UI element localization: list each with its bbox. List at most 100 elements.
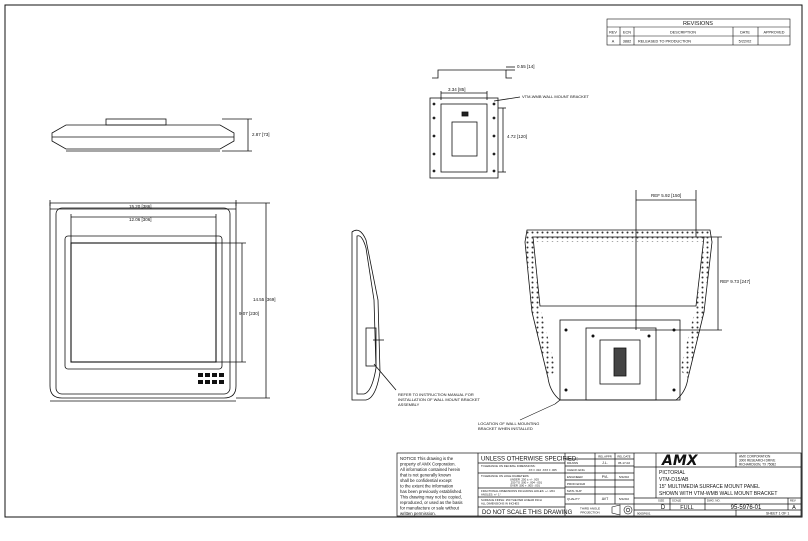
location-note-1: LOCATION OF WALL MOUNTING xyxy=(478,421,539,426)
bracket-height-dim: 4.72 [120] xyxy=(507,134,527,139)
svg-text:UNDER .250 ± +/- .003: UNDER .250 ± +/- .003 xyxy=(510,478,539,482)
location-leader xyxy=(519,403,556,421)
company-name: AMX CORPORATION xyxy=(739,455,771,459)
svg-text:for manufacture or sale withou: for manufacture or sale without xyxy=(400,506,460,511)
svg-text:has been previously establishe: has been previously established. xyxy=(400,489,462,494)
svg-text:property of AMX Corporation.: property of AMX Corporation. xyxy=(400,462,456,467)
scale-value: FULL xyxy=(680,505,693,511)
rel-date-header: REL DATE xyxy=(617,455,630,459)
svg-text:This drawing may not be copied: This drawing may not be copied, xyxy=(400,495,462,500)
svg-text:AMX: AMX xyxy=(661,453,699,469)
bracket-top-profile xyxy=(432,66,515,79)
third-angle-projection-icon xyxy=(611,504,633,516)
screen-width-dim: 12.06 [306] xyxy=(129,217,152,222)
svg-text:that is not generally known: that is not generally known xyxy=(400,473,451,478)
svg-text:written permission.: written permission. xyxy=(400,511,436,516)
svg-text:AVT: AVT xyxy=(602,497,609,501)
svg-text:shall be confidential except: shall be confidential except xyxy=(400,478,452,483)
svg-text:5/22/02: 5/22/02 xyxy=(619,497,629,501)
svg-text:ENGINEER: ENGINEER xyxy=(567,475,584,479)
sheet-border xyxy=(4,4,803,518)
bracket-width-dim: 3.34 [85] xyxy=(448,87,466,92)
svg-text:QUALITY: QUALITY xyxy=(567,497,580,501)
ecn-header: ECN xyxy=(623,31,631,35)
rev-label: REV xyxy=(790,499,796,503)
size-label: SIZE xyxy=(658,499,664,503)
bracket-front-view xyxy=(429,91,521,179)
panel-front-view xyxy=(49,200,270,402)
title-line-4: SHOWN WITH VTM-WMB WALL MOUNT BRACKET xyxy=(659,491,777,497)
amx-logo: AMX xyxy=(661,453,699,469)
refer-note-2: INSTALLATION OF WALL MOUNT BRACKET xyxy=(398,397,480,402)
company-city: RICHARDSON, TX 75082 xyxy=(739,463,776,467)
file-number: 9005F601 xyxy=(637,512,651,516)
svg-text:to the extent the information: to the extent the information xyxy=(400,484,454,489)
title-block-frame xyxy=(396,452,802,517)
svg-text:5/22/02: 5/22/02 xyxy=(619,475,629,479)
rev-value: A xyxy=(612,40,615,44)
do-not-scale: DO NOT SCALE THIS DRAWING xyxy=(482,510,573,516)
signature-rows: DRAWN J.L. 05-17-02 CHECK ENG ENGINEER P… xyxy=(567,461,630,501)
dwg-no-value: 95-5976-01 xyxy=(731,505,762,511)
panel-rear-view xyxy=(524,190,722,405)
rel-appr-header: REL APPR xyxy=(598,455,612,459)
unless-specified: UNLESS OTHERWISE SPECIFIED: xyxy=(481,457,578,463)
description-header: DESCRIPTION xyxy=(670,31,696,35)
ref-height-dim: REF 9.73 [247] xyxy=(720,279,750,284)
svg-text:PROD ENGR: PROD ENGR xyxy=(567,482,586,486)
svg-text:DRAWN: DRAWN xyxy=(567,461,578,465)
revisions-table xyxy=(606,18,791,46)
tolerance-hole-label: TOLERANCE ON HOLE DIAMETERS: xyxy=(481,474,530,478)
dimensions-units: ALL DIMENSIONS IN INCHES xyxy=(481,502,519,506)
dwg-no-label: DWG. NO. xyxy=(707,499,721,503)
panel-top-view xyxy=(51,118,252,152)
bracket-lip-dim: 0.55 [14] xyxy=(517,64,535,69)
svg-text:J.L.: J.L. xyxy=(602,461,608,465)
title-line-1: PICTORIAL xyxy=(659,470,686,476)
bracket-holes xyxy=(432,102,496,173)
rear-vent-grille xyxy=(525,230,712,378)
angles-tolerance: ANGLES: +/- 1° xyxy=(481,493,501,497)
approved-header: APPROVED xyxy=(763,31,784,35)
title-line-3: 15" MULTIMEDIA SURFACE MOUNT PANEL xyxy=(659,484,760,490)
date-header: DATE xyxy=(740,31,750,35)
rear-mount-holes xyxy=(564,328,676,392)
front-width-dim: 15.20 [386] xyxy=(129,204,152,209)
ecn-value: 3882 xyxy=(623,40,631,44)
projection-label-2: PROJECTION xyxy=(580,511,599,515)
fractional-tolerance: FRACTIONAL DIMENSIONS INCLUDING HOLES: +… xyxy=(481,489,555,493)
refer-note-1: REFER TO INSTRUCTION MANUAL FOR xyxy=(398,392,474,397)
svg-text:MATL SUP: MATL SUP xyxy=(567,489,582,493)
projection-label-1: THIRD ANGLE xyxy=(580,507,600,511)
revisions-title: REVISIONS xyxy=(683,21,713,27)
tolerance-decimal-values: .XX ± .010 .XXX ± .005 xyxy=(528,468,557,472)
svg-text:CHECK ENG: CHECK ENG xyxy=(567,468,586,472)
company-street: 3000 RESEARCH DRIVE xyxy=(739,459,775,463)
rev-letter: A xyxy=(792,505,796,511)
surface-finish: SURFACE FINISH: 250 THE PER LINEAR INCH xyxy=(481,498,542,502)
notice-text: NOTICE This drawing is the property of A… xyxy=(400,456,463,516)
description-value: RELEASED TO PRODUCTION xyxy=(638,40,691,44)
scale-label: SCALE xyxy=(672,499,681,503)
svg-text:NOTICE This drawing is the: NOTICE This drawing is the xyxy=(400,456,454,461)
svg-text:OVER .500 + .005 -.001: OVER .500 + .005 -.001 xyxy=(510,484,540,488)
tolerance-decimal-label: TOLERANCE ON DECIMAL DIMENSIONS: xyxy=(481,464,536,468)
svg-text:All information contained here: All information contained herein xyxy=(400,467,461,472)
title-line-2: VTM-D15/AB xyxy=(659,477,689,483)
svg-text:PVL: PVL xyxy=(602,475,609,479)
screen-height-dim: 9.07 [230] xyxy=(239,311,259,316)
top-depth-dim: 2.87 [73] xyxy=(252,132,270,137)
date-value: 5/22/02 xyxy=(739,40,752,44)
ref-width-dim: REF 5.92 [150] xyxy=(651,193,681,198)
svg-text:.250 TO .500 + .004 -.001: .250 TO .500 + .004 -.001 xyxy=(510,481,542,485)
sheet-number: SHEET 1 OF 1 xyxy=(766,512,789,516)
refer-note-3: ASSEMBLY xyxy=(398,402,420,407)
rev-header: REV xyxy=(609,31,617,35)
front-height-dim: 14.55 [369] xyxy=(253,297,276,302)
bracket-label: VTM-WMB WALL MOUNT BRACKET xyxy=(522,94,590,99)
front-control-buttons xyxy=(198,373,224,384)
panel-side-view xyxy=(351,229,397,401)
size-value: D xyxy=(661,505,666,511)
